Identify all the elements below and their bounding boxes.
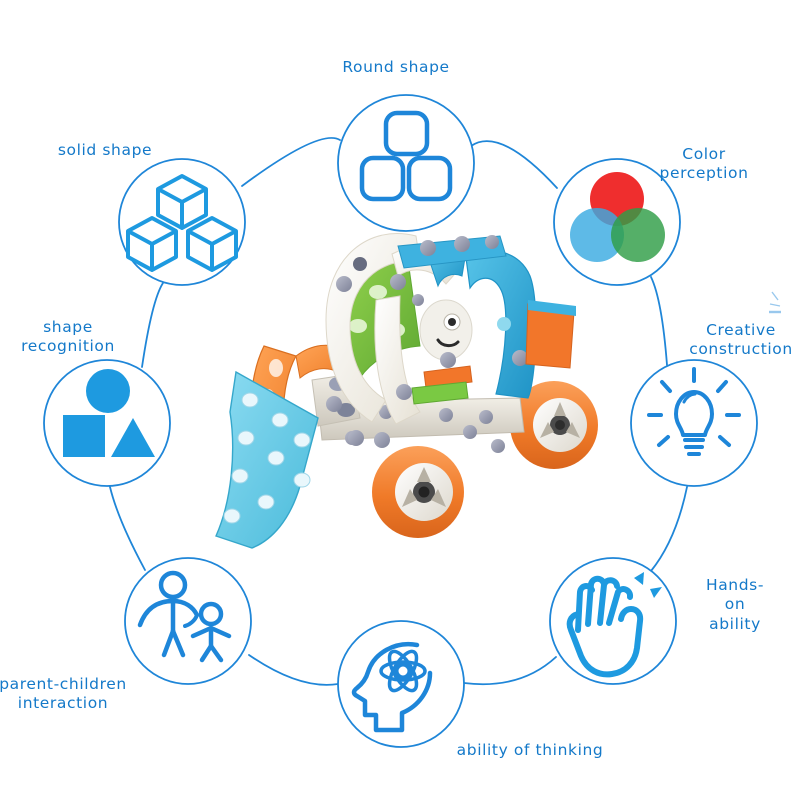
motion-sparks-icon [634,572,662,598]
node-hands-on-ability[interactable] [549,557,677,685]
rgb-venn-circles-icon [570,172,665,262]
arc-creative-to-hands [650,486,688,572]
rear-wheel [510,381,598,469]
label-creative-construction: Creative construction [689,321,793,359]
interior-parts [411,294,473,405]
node-round-shape[interactable] [337,94,475,232]
rounded-squares-icon [359,110,453,202]
label-round-shape: Round shape [342,58,450,76]
label-ability-of-thinking: ability of thinking [456,741,604,759]
arc-thinking-to-hands [463,656,557,686]
atom-glyph [379,649,427,693]
front-wheel [372,446,464,538]
label-parent-children-interaction: parent-children interaction [0,675,127,713]
lightbulb-icon [647,367,741,456]
geometric-shapes-icon [63,369,155,457]
top-deck-plate [397,235,507,269]
isometric-cubes-icon [126,174,238,272]
arc-solid-to-round [241,137,341,187]
node-color-perception[interactable] [553,158,681,286]
label-hands-on-ability: Hands-on ability [705,576,765,633]
rear-tray [525,300,576,369]
parent-children-circle[interactable] [124,557,252,685]
node-ability-of-thinking[interactable] [337,620,465,748]
label-solid-shape: solid shape [57,141,153,159]
arc-shape-to-solid [141,282,164,368]
node-parent-children-interaction[interactable] [124,557,252,685]
toy-truck-group [215,233,598,549]
creative-construction-circle[interactable] [630,359,758,487]
arc-parent-to-shape [109,486,146,571]
arc-color-to-creative [650,276,668,366]
open-hand-icon [566,575,644,678]
bolts [326,257,505,453]
bucket-scoop [215,370,319,549]
head-with-atom-icon [351,641,433,733]
edge-artifact-mark [769,291,781,314]
node-shape-recognition[interactable] [43,359,171,487]
node-creative-construction[interactable] [630,359,758,487]
label-shape-recognition: shape recognition [21,318,115,356]
arc-round-to-color [470,140,558,189]
node-solid-shape[interactable] [118,158,246,286]
parent-and-child-icon [137,570,232,663]
arc-parent-to-thinking [248,654,339,686]
label-color-perception: Color perception [659,145,749,183]
